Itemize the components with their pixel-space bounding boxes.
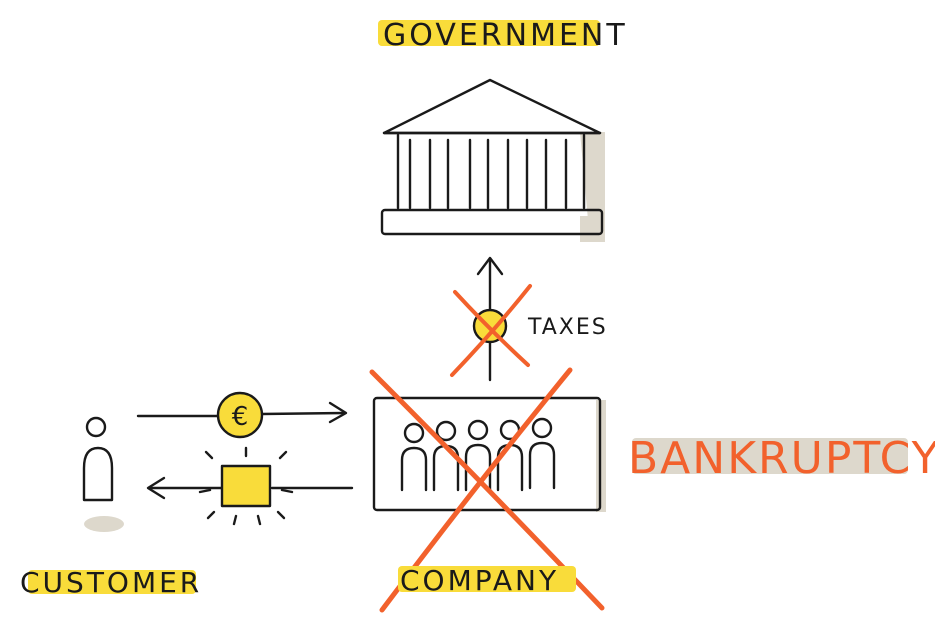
delivery-arrow [146,476,354,500]
government-title: GOVERNMENT [378,18,628,53]
taxes-cross [450,284,532,377]
customer-label: CUSTOMER [20,566,202,599]
payment-arrow [136,401,348,424]
company-title: COMPANY [398,564,576,597]
euro-symbol: € [232,402,249,432]
product-fill [222,466,270,506]
customer-person-icon [82,416,124,532]
government-highlight [378,20,600,46]
bankruptcy-title: BANKRUPTCY [628,433,935,484]
company-box [372,396,606,512]
customer-highlight [28,570,196,594]
customer-title: CUSTOMER [20,566,202,599]
company-highlight [398,566,576,592]
euro-coin-icon: € [216,391,264,439]
product-box-icon [198,446,294,526]
government-building-icon [380,78,605,242]
government-label: GOVERNMENT [383,18,628,53]
taxes-label: TAXES [527,315,608,340]
company-label: COMPANY [400,564,559,597]
euro-coin-fill [218,393,262,437]
bankruptcy-label: BANKRUPTCY [628,433,935,484]
